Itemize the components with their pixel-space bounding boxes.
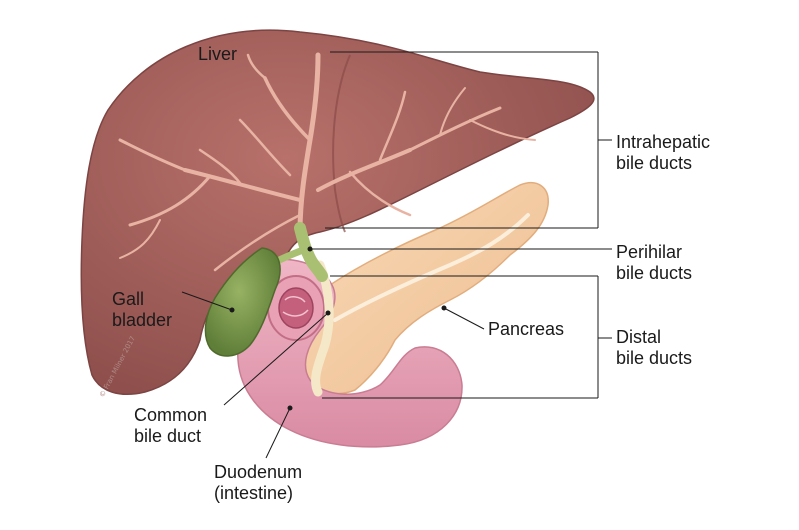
label-duodenum-line2: (intestine) xyxy=(214,483,294,503)
label-perihilar-line1: Perihilar xyxy=(616,242,683,262)
label-pancreas: Pancreas xyxy=(488,319,564,340)
label-common-bile-duct: Common bile duct xyxy=(134,405,207,447)
label-perihilar-line2: bile ducts xyxy=(616,263,693,283)
gallbladder-shape xyxy=(204,247,281,357)
leader-dots xyxy=(229,246,447,411)
label-duodenum-line1: Duodenum xyxy=(214,462,303,482)
pancreatic-duct xyxy=(333,213,530,322)
label-common-bile-duct-line1: Common xyxy=(134,405,208,425)
intrahepatic-ducts xyxy=(118,52,536,272)
label-intrahepatic: Intrahepatic bile ducts xyxy=(616,132,710,174)
label-intrahepatic-line2: bile ducts xyxy=(616,153,693,173)
label-distal-line2: bile ducts xyxy=(616,348,693,368)
label-distal: Distal bile ducts xyxy=(616,327,692,369)
label-gallbladder-line1: Gall xyxy=(112,289,145,309)
label-perihilar: Perihilar bile ducts xyxy=(616,242,692,284)
label-pancreas-text: Pancreas xyxy=(488,319,565,339)
label-gallbladder-line2: bladder xyxy=(112,310,173,330)
leader-lines xyxy=(181,51,612,459)
perihilar-duct xyxy=(294,222,328,282)
label-common-bile-duct-line2: bile duct xyxy=(134,426,202,446)
liver-lobe-divide xyxy=(332,54,351,233)
label-distal-line1: Distal xyxy=(616,327,662,347)
label-duodenum: Duodenum (intestine) xyxy=(214,462,302,504)
label-liver: Liver xyxy=(198,44,237,65)
duodenum-lumen-inner xyxy=(278,287,314,329)
label-liver-text: Liver xyxy=(198,44,238,64)
common-bile-duct xyxy=(311,260,334,397)
label-gallbladder: Gall bladder xyxy=(112,289,172,331)
label-intrahepatic-line1: Intrahepatic xyxy=(616,132,711,152)
liver-shape xyxy=(80,29,595,395)
